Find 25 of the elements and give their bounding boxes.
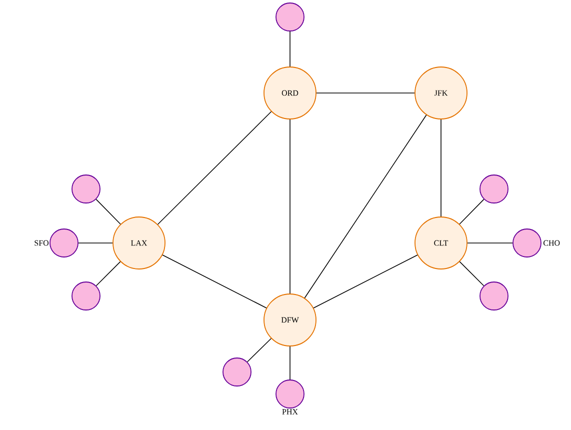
connector-line	[78, 242, 113, 244]
node-circle	[480, 174, 508, 204]
connector-line	[440, 119, 442, 217]
airport-label: PHX	[282, 409, 298, 414]
connector-line	[459, 261, 484, 286]
connector-line	[96, 261, 121, 286]
connector-line	[157, 111, 272, 225]
node-circle	[72, 282, 100, 310]
node-circle	[512, 228, 542, 258]
connector-line	[304, 114, 427, 298]
node-circle	[222, 358, 252, 386]
connector-line	[467, 242, 513, 244]
connector-line	[316, 92, 415, 94]
node-circle	[50, 228, 78, 258]
connector-line	[246, 338, 272, 362]
node-circle	[72, 174, 100, 204]
node-circle	[276, 380, 304, 408]
connector-line	[96, 198, 121, 225]
airport-label: CHO	[543, 240, 560, 246]
node-circle	[276, 2, 304, 32]
connector-line	[459, 198, 484, 225]
connector-line	[313, 254, 418, 308]
connector-line	[162, 254, 267, 308]
airport-label: SFO	[34, 240, 49, 246]
node-circle	[480, 282, 508, 310]
